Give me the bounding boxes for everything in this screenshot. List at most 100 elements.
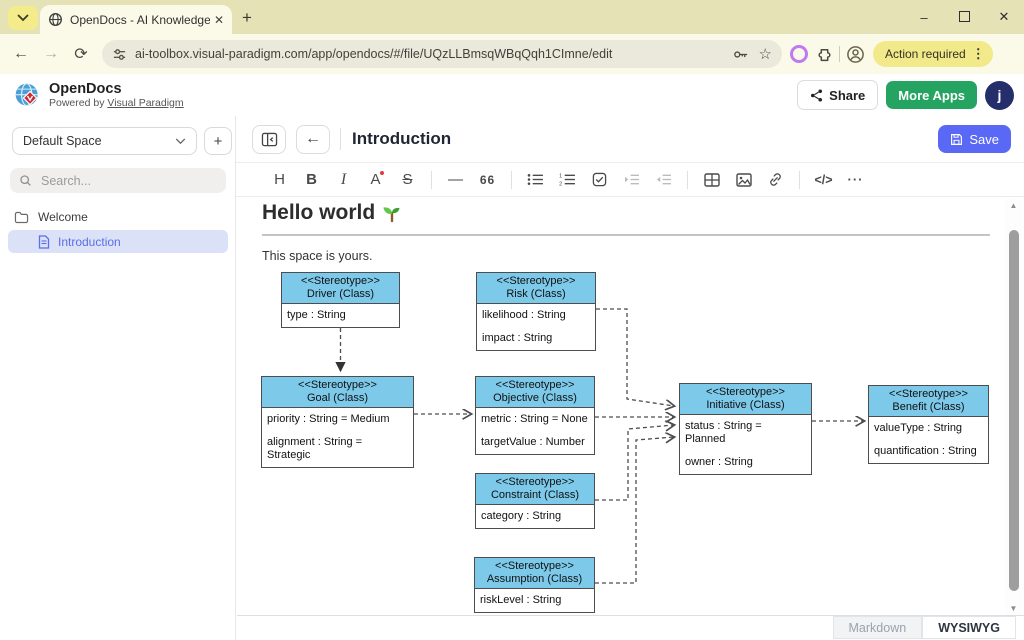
space-selector[interactable]: Default Space [12,127,197,155]
visual-paradigm-link[interactable]: Visual Paradigm [107,97,183,109]
share-icon [810,89,823,102]
new-tab-button[interactable]: + [242,8,252,28]
more-tools-button[interactable]: ··· [842,167,869,193]
save-button[interactable]: Save [938,125,1011,153]
back-arrow-icon: ← [305,130,321,148]
uml-class-assumption[interactable]: <<Stereotype>>Assumption (Class) riskLev… [474,557,595,613]
doc-heading[interactable]: Hello world [262,201,402,225]
strikethrough-button[interactable]: S [394,167,421,193]
seedling-emoji [382,203,402,223]
add-space-button[interactable]: + [204,127,232,155]
doc-paragraph[interactable]: This space is yours. [262,249,372,263]
editor-toolbar: H B I A S — 66 12 [236,162,1024,197]
class-name: Assumption (Class) [477,573,592,586]
italic-button[interactable]: I [330,167,357,193]
wysiwyg-mode-button[interactable]: WYSIWYG [922,616,1016,639]
folder-icon [14,211,29,224]
color-dot [380,171,384,175]
vertical-scrollbar[interactable]: ▲ ▼ [1005,199,1022,615]
window-minimize-button[interactable]: – [904,10,944,25]
toggle-sidebar-button[interactable] [252,125,286,154]
url-text[interactable]: ai-toolbox.visual-paradigm.com/app/opend… [135,47,733,61]
window-close-button[interactable]: ✕ [984,9,1024,25]
site-settings-icon[interactable] [112,47,127,62]
panel-toggle-icon [261,132,278,147]
editor-content[interactable]: Hello world This space is yours. [237,197,1024,615]
stereotype-label: <<Stereotype>> [284,275,397,288]
toolbar-divider [431,171,432,189]
extension-ring-icon[interactable] [790,45,808,63]
indent-button[interactable] [618,167,645,193]
sidebar-search[interactable] [10,168,226,193]
class-attribute: quantification : String [869,440,988,463]
class-attribute: owner : String [680,451,811,474]
class-attribute: type : String [282,304,399,327]
class-attribute: priority : String = Medium [262,408,413,431]
heading-rule [262,234,990,236]
insert-table-button[interactable] [698,167,725,193]
opendocs-logo-icon [14,82,41,109]
scroll-up-icon[interactable]: ▲ [1005,201,1022,210]
bookmark-star-icon[interactable]: ☆ [759,45,772,63]
folder-label: Welcome [38,210,88,224]
scroll-down-icon[interactable]: ▼ [1005,604,1022,613]
tab-search-button[interactable] [8,6,38,30]
password-key-icon[interactable] [733,47,750,62]
browser-reload-button[interactable]: ⟳ [66,44,96,64]
search-input[interactable] [39,173,203,189]
url-bar[interactable]: ai-toolbox.visual-paradigm.com/app/opend… [102,40,782,68]
sidebar-item-introduction[interactable]: Introduction [8,230,228,253]
action-required-button[interactable]: Action required ⋮ [873,41,993,67]
tab-close-icon[interactable]: ✕ [214,13,224,27]
browser-forward-button[interactable]: → [36,45,66,63]
connector-constraint-initiative [595,425,674,500]
insert-image-button[interactable] [730,167,757,193]
scrollbar-thumb[interactable] [1009,230,1019,591]
numbered-list-button[interactable]: 12 [554,167,581,193]
checklist-button[interactable] [586,167,613,193]
browser-menu-icon[interactable]: ⋮ [972,46,985,62]
class-attribute: riskLevel : String [475,589,594,612]
browser-tab[interactable]: OpenDocs - AI Knowledge Base ✕ [40,5,232,34]
uml-class-objective[interactable]: <<Stereotype>>Objective (Class) metric :… [475,376,595,455]
uml-class-benefit[interactable]: <<Stereotype>>Benefit (Class) valueType … [868,385,989,464]
toolbar-divider [511,171,512,189]
sidebar: Default Space + Welcome Introduct [0,116,236,640]
bold-button[interactable]: B [298,167,325,193]
connector-assumption-initiative [595,437,674,583]
share-button[interactable]: Share [797,80,878,110]
heading-button[interactable]: H [266,167,293,193]
blockquote-button[interactable]: 66 [474,167,501,193]
more-apps-button[interactable]: More Apps [886,81,977,109]
app-header: OpenDocs Powered by Visual Paradigm Shar… [0,74,1024,117]
code-block-button[interactable]: </> [810,167,837,193]
horizontal-rule-button[interactable]: — [442,167,469,193]
class-name: Initiative (Class) [682,399,809,412]
uml-class-risk[interactable]: <<Stereotype>>Risk (Class) likelihood : … [476,272,596,351]
bullet-list-button[interactable] [522,167,549,193]
stereotype-label: <<Stereotype>> [264,379,411,392]
insert-link-button[interactable] [762,167,789,193]
profile-icon[interactable] [846,45,865,64]
markdown-mode-button[interactable]: Markdown [833,616,923,639]
outdent-button[interactable] [650,167,677,193]
uml-class-driver[interactable]: <<Stereotype>>Driver (Class) type : Stri… [281,272,400,328]
font-color-button[interactable]: A [362,167,389,193]
stereotype-label: <<Stereotype>> [477,560,592,573]
mode-switch: Markdown WYSIWYG [833,616,1016,639]
app-title: OpenDocs [49,82,184,97]
uml-class-constraint[interactable]: <<Stereotype>>Constraint (Class) categor… [475,473,595,529]
class-name: Constraint (Class) [478,489,592,502]
browser-back-button[interactable]: ← [6,45,36,63]
outdent-icon [655,173,672,186]
uml-class-initiative[interactable]: <<Stereotype>>Initiative (Class) status … [679,383,812,475]
avatar[interactable]: j [985,81,1014,110]
back-button[interactable]: ← [296,125,330,154]
sidebar-item-welcome[interactable]: Welcome [14,210,88,224]
extensions-puzzle-icon[interactable] [816,46,833,63]
connector-risk-initiative [596,309,674,406]
uml-class-goal[interactable]: <<Stereotype>>Goal (Class) priority : St… [261,376,414,468]
maximize-icon [959,11,970,22]
window-maximize-button[interactable] [944,10,984,25]
checkbox-icon [592,172,607,187]
